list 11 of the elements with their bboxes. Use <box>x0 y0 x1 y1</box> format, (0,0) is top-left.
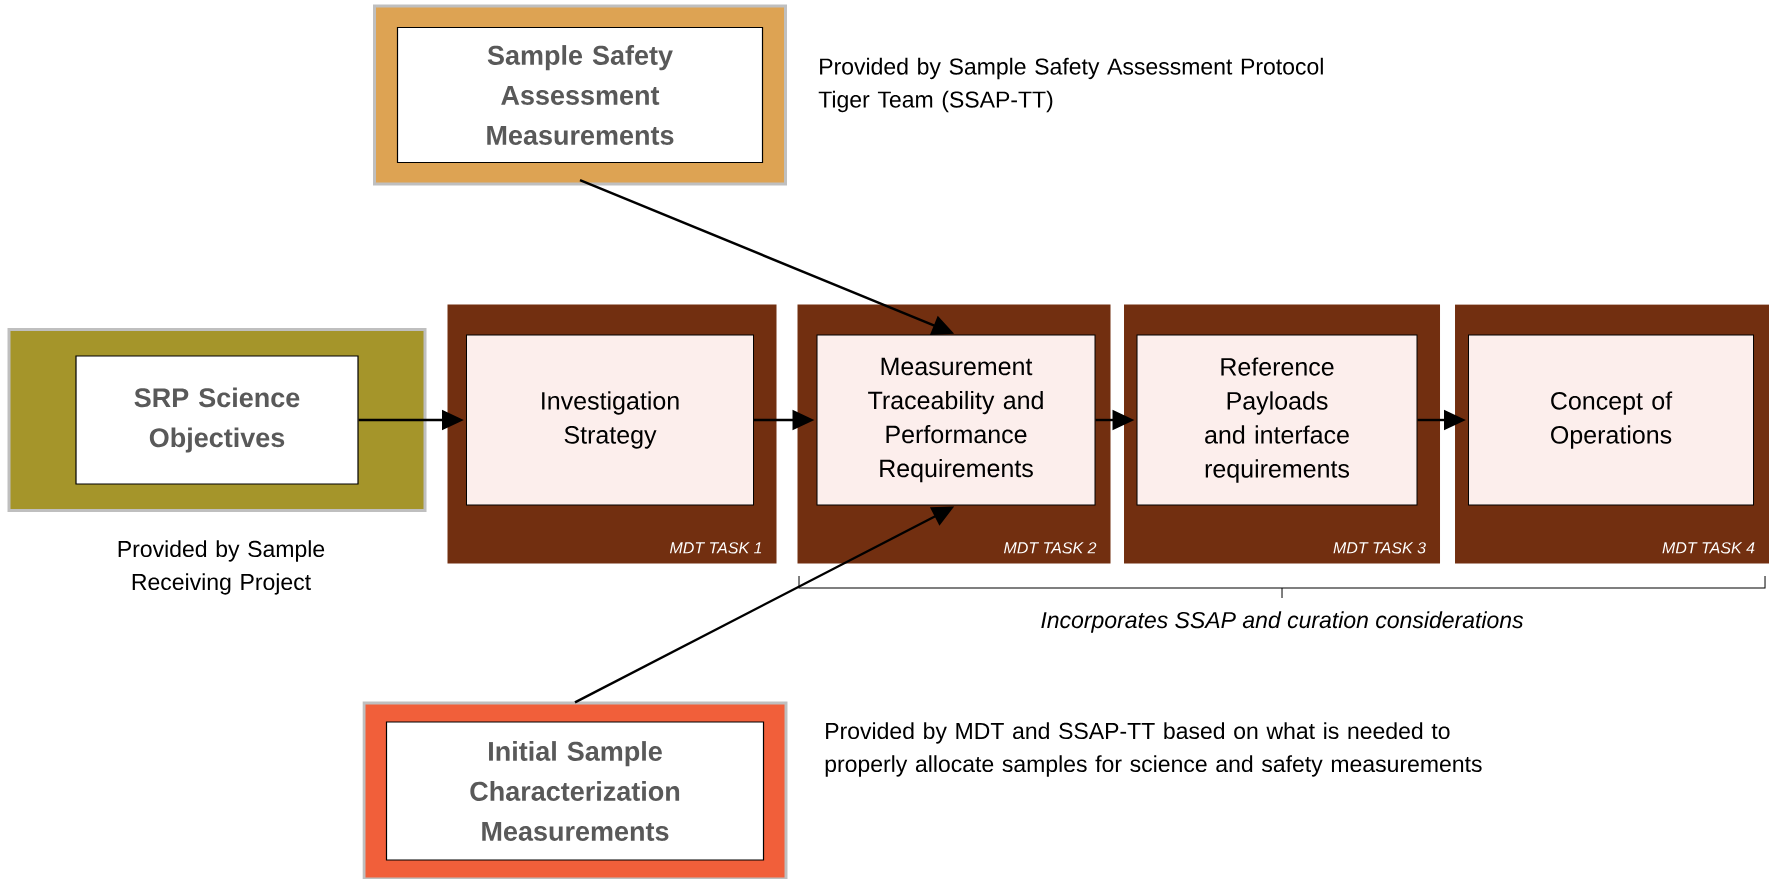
framed-box: Sample Safety Assessment Measurements <box>373 4 787 186</box>
framed-box: SRP Science Objectives <box>7 328 427 512</box>
process-box: Reference Payloads and interface requirements <box>1136 334 1418 506</box>
note-text: Provided by Sample Safety Assessment Protocol Tiger Team (SSAP-TT) <box>818 57 1323 113</box>
process-box: Investigation Strategy <box>466 334 754 506</box>
note-text: Provided by MDT and SSAP-TT based on what is needed to properly allocate samples for science and safety measurements <box>825 722 1482 777</box>
bracket-label: Incorporates SSAP and curation considerations <box>1041 611 1524 633</box>
framed-box: Initial Sample Characterization Measurements <box>362 701 788 879</box>
process-box: Concept of Operations <box>1468 334 1754 506</box>
note-text: Provided by Sample Receiving Project <box>118 540 325 595</box>
process-box: Measurement Traceability and Performance Requirements <box>816 334 1096 506</box>
